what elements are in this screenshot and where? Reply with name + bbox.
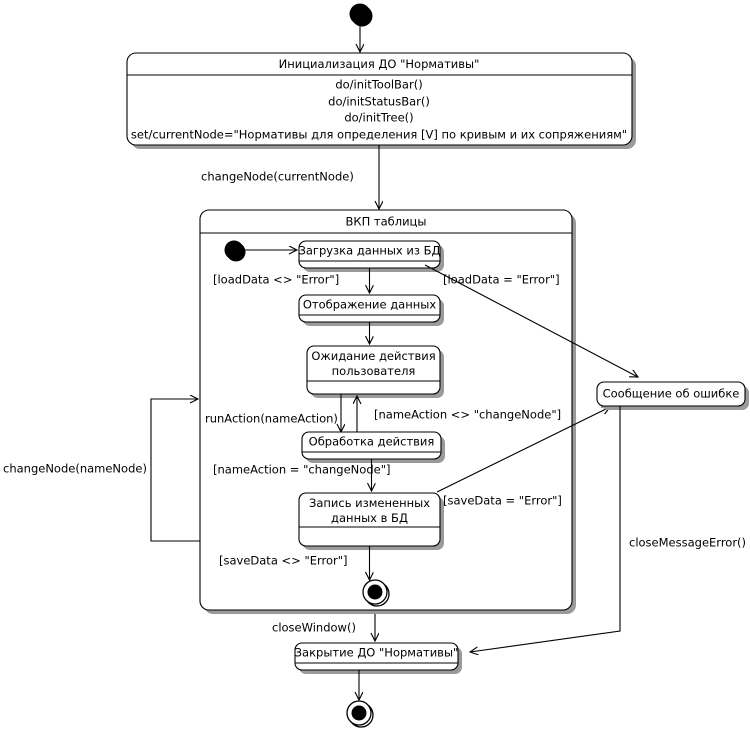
state-init-action-2: do/initTree() [344, 111, 413, 125]
state-init-action-3: set/currentNode="Нормативы для определен… [131, 128, 627, 142]
edge-label-load-ok: [loadData <> "Error"] [213, 273, 339, 287]
edge-change-node-loop [150, 399, 200, 542]
state-error-message[interactable]: Сообщение об ошибке [596, 381, 749, 410]
edge-load-to-error [424, 264, 638, 377]
state-init-title: Инициализация ДО "Нормативы" [279, 57, 480, 71]
state-wait-title-line1: Ожидание действия [311, 349, 435, 363]
state-composite-title: ВКП таблицы [346, 215, 427, 229]
start-node-top [349, 3, 373, 27]
state-wait-user-action[interactable]: Ожидание действия пользователя [306, 345, 444, 398]
state-error-message-title: Сообщение об ошибке [603, 387, 740, 401]
edge-label-change-node-name: changeNode(nameNode) [3, 462, 147, 476]
state-close-title: Закрытие ДО "Нормативы" [295, 646, 459, 660]
state-process-action-title: Обработка действия [309, 435, 435, 449]
edge-label-change-node-current: changeNode(currentNode) [201, 170, 354, 184]
edge-label-load-error: [loadData = "Error"] [443, 273, 560, 287]
edge-error-to-close [470, 406, 621, 652]
state-save-data-title-line2: данных в БД [331, 511, 408, 525]
edge-label-save-error: [saveData = "Error"] [443, 494, 562, 508]
state-init[interactable]: Инициализация ДО "Нормативы" do/initTool… [126, 52, 636, 149]
state-close[interactable]: Закрытие ДО "Нормативы" [294, 642, 462, 674]
edge-label-close-message-error: closeMessageError() [629, 536, 746, 550]
state-show-data[interactable]: Отображение данных [298, 294, 444, 326]
state-wait-title-line2: пользователя [332, 364, 416, 378]
state-load-data[interactable]: Загрузка данных из БД [298, 240, 444, 272]
state-init-action-1: do/initStatusBar() [328, 95, 430, 109]
edge-label-action-not-change: [nameAction <> "changeNode"] [374, 408, 561, 422]
state-load-data-title: Загрузка данных из БД [298, 244, 440, 258]
start-node-inner [224, 240, 246, 262]
final-state-inner [362, 579, 390, 607]
final-state-bottom [346, 700, 374, 728]
edge-save-to-error [436, 407, 610, 493]
state-save-data-title-line1: Запись измененных [309, 496, 430, 510]
edge-label-run-action: runAction(nameAction) [205, 412, 338, 426]
state-save-data[interactable]: Запись измененных данных в БД [298, 492, 444, 550]
edge-label-save-ok: [saveData <> "Error"] [219, 554, 348, 568]
edge-label-action-change: [nameAction = "changeNode"] [213, 463, 390, 477]
state-show-data-title: Отображение данных [303, 298, 437, 312]
state-init-action-0: do/initToolBar() [335, 78, 422, 92]
state-composite-table[interactable]: ВКП таблицы [199, 209, 576, 614]
edge-label-close-window: closeWindow() [272, 621, 356, 635]
state-process-action[interactable]: Обработка действия [301, 431, 445, 463]
